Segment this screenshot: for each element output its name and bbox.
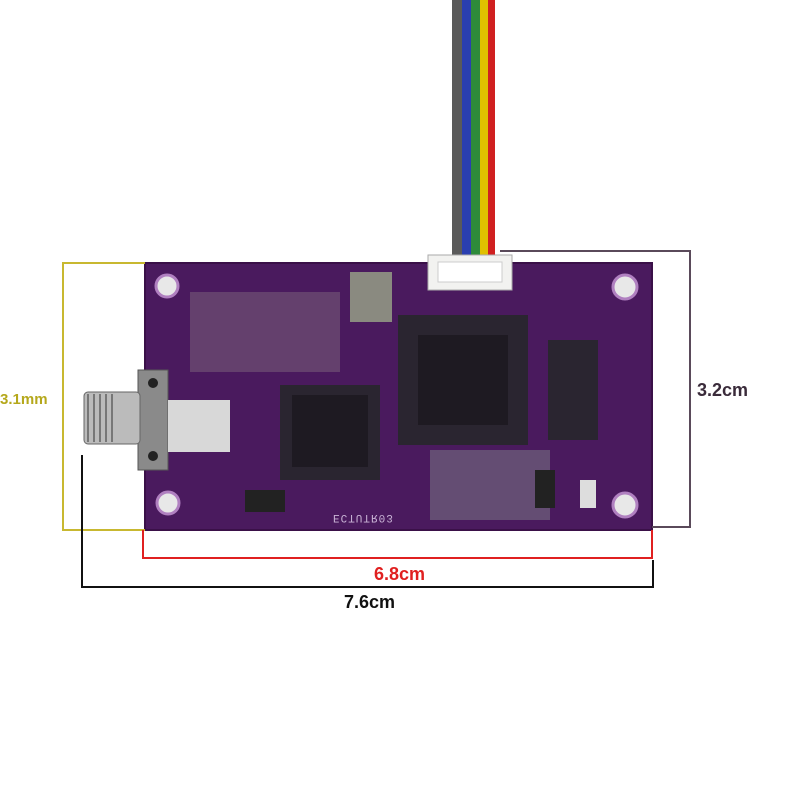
- components: [190, 272, 598, 520]
- total-length-dimension-line: [81, 455, 654, 588]
- mounting-holes: [154, 273, 639, 519]
- cable-wires: [452, 0, 495, 262]
- total-length-label: 7.6cm: [344, 592, 396, 612]
- rf-connector: [83, 369, 230, 471]
- wire-connector: [427, 254, 513, 291]
- height-dimension-line: [62, 262, 145, 531]
- silkscreen-text: ECTUTR03: [333, 511, 394, 523]
- width-label: 3.2cm: [697, 380, 749, 400]
- height-label: 3.1mm: [0, 391, 48, 408]
- board-length-dimension-line: [142, 530, 653, 559]
- board-length-label: 6.8cm: [374, 564, 426, 584]
- width-dimension-line: [500, 250, 691, 528]
